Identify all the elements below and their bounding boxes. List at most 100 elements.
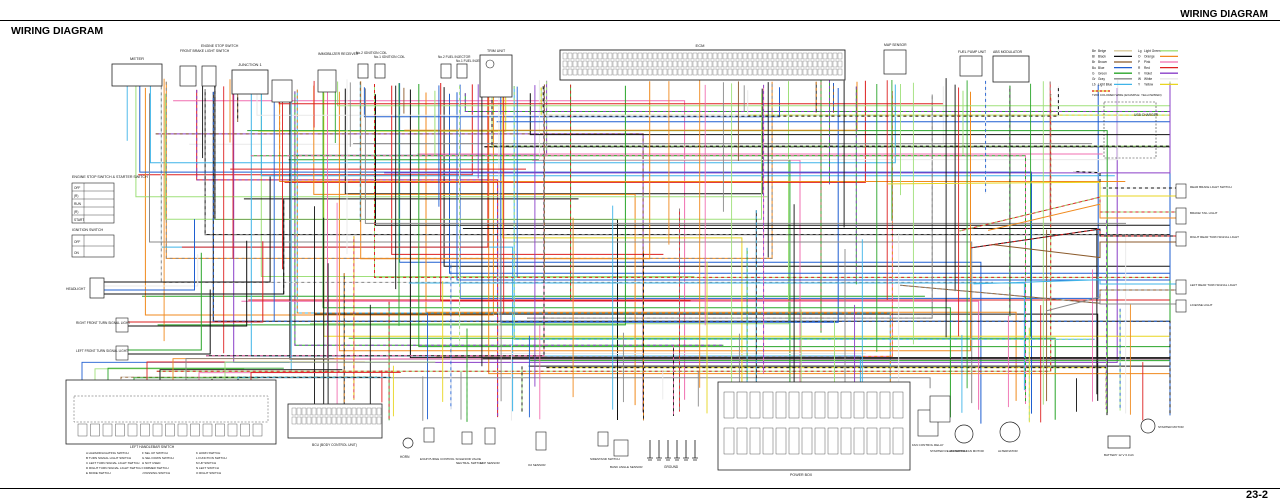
wire bbox=[971, 228, 1176, 249]
wire bbox=[538, 80, 1119, 161]
ecm-pin bbox=[577, 60, 583, 68]
fuse-cell bbox=[879, 391, 891, 419]
meter-connector bbox=[111, 63, 163, 87]
wire bbox=[391, 85, 664, 255]
wire bbox=[488, 87, 1170, 375]
ecm-pins bbox=[562, 52, 843, 76]
legend-name: Green bbox=[1098, 71, 1107, 75]
wire bbox=[138, 84, 473, 176]
left-front-turn-block bbox=[115, 345, 129, 361]
handlebar-legend-item: G SEL DOWN SWITCH bbox=[142, 456, 174, 460]
o2-label: O2 SENSOR bbox=[528, 463, 546, 467]
handlebar-legend-item: O RIGHT SWITCH bbox=[196, 471, 221, 475]
handlebar-pin bbox=[127, 423, 138, 437]
ecm-pin bbox=[832, 68, 838, 76]
usb-optional-box bbox=[1103, 101, 1157, 159]
ecm-pin bbox=[742, 68, 748, 76]
engine-stop-label: ENGINE STOP SWITCH bbox=[201, 44, 239, 48]
wire bbox=[337, 81, 1171, 107]
handlebar-pin bbox=[165, 423, 175, 437]
wire bbox=[294, 91, 724, 346]
legend-code: Lb bbox=[1092, 83, 1096, 87]
wire bbox=[128, 289, 211, 355]
legend-name: Violet bbox=[1144, 71, 1152, 75]
fuse-cell bbox=[801, 427, 813, 455]
ecm-pin bbox=[597, 60, 603, 68]
ecm-pin bbox=[647, 52, 653, 60]
fuse-cell bbox=[853, 427, 865, 455]
ecm-pin bbox=[717, 68, 723, 76]
right-front-turn-label: RIGHT FRONT TURN SIGNAL LIGHT bbox=[76, 321, 130, 325]
ecm-pin bbox=[632, 52, 638, 60]
fuse-cell bbox=[749, 391, 761, 419]
handlebar-legend-item: H NOT USED bbox=[142, 461, 161, 465]
ecm-pin bbox=[807, 52, 813, 60]
legend-name: Orange bbox=[1144, 55, 1155, 59]
wire bbox=[139, 81, 1032, 414]
bcu-pin bbox=[366, 416, 372, 425]
map-sensor-block bbox=[883, 49, 907, 75]
ecm-pin bbox=[602, 52, 608, 60]
wire bbox=[498, 91, 866, 354]
ecm-pin bbox=[592, 60, 598, 68]
ecm-pin bbox=[747, 52, 753, 60]
handlebar-legend-item: M UP SWITCH bbox=[196, 461, 216, 465]
wire bbox=[443, 87, 1170, 267]
ign-coil-1-label: No.1 IGNITION COIL bbox=[374, 55, 405, 59]
ecm-pin bbox=[752, 68, 758, 76]
handlebar-pins bbox=[77, 423, 263, 437]
ign-coil-2-block bbox=[357, 63, 369, 79]
wire bbox=[104, 176, 271, 283]
ecm-pin bbox=[587, 68, 593, 76]
wire bbox=[212, 91, 1171, 416]
fuel-pump-block bbox=[959, 55, 983, 77]
fuse-cell bbox=[814, 391, 826, 419]
ecm-pin bbox=[667, 60, 673, 68]
handlebar-legend-item: B TURN SIGNAL LIGHT SWITCH bbox=[86, 456, 131, 460]
legend-name: Light Blue bbox=[1098, 83, 1112, 87]
handlebar-legend-item: C LEFT TURN SIGNAL LIGHT SWITCH bbox=[86, 461, 139, 465]
ecm-pin bbox=[772, 52, 778, 60]
wire-stripe bbox=[374, 84, 1171, 278]
ecm-pin bbox=[672, 68, 678, 76]
ecm-pin bbox=[827, 68, 833, 76]
ecm-pin bbox=[582, 52, 588, 60]
fuse-cell bbox=[866, 427, 878, 455]
alternator-symbol bbox=[999, 421, 1021, 443]
component-blocks: METER FRONT BRAKE LIGHT SWITCH ENGINE ST… bbox=[65, 43, 1239, 477]
bcu-pin bbox=[306, 416, 312, 425]
handlebar-pin bbox=[177, 423, 188, 437]
fuse-cell bbox=[801, 391, 813, 419]
wire bbox=[500, 88, 839, 323]
injector-1-label: No.1 FUEL INJECTOR bbox=[456, 59, 489, 63]
bcu-pin bbox=[366, 407, 372, 416]
rear-brake-switch-block bbox=[1175, 183, 1187, 199]
wire-stripe bbox=[527, 94, 933, 319]
legend-name: Brown bbox=[1098, 60, 1107, 64]
bcu-pin bbox=[351, 416, 357, 425]
ecm-pin bbox=[737, 52, 743, 60]
wire-stripe bbox=[294, 91, 724, 346]
wire-stripe bbox=[540, 87, 1170, 116]
ecm-pin bbox=[787, 52, 793, 60]
wire bbox=[527, 94, 933, 319]
starter-relay-block bbox=[929, 395, 951, 423]
handlebar-pin bbox=[252, 423, 263, 437]
wire bbox=[322, 88, 951, 418]
ecm-pin bbox=[602, 68, 608, 76]
wire bbox=[128, 252, 202, 351]
legend-code: G bbox=[1092, 71, 1095, 75]
bcu-pin bbox=[336, 416, 342, 425]
wire-stripe bbox=[513, 86, 1095, 340]
fuse-cell bbox=[788, 427, 800, 455]
wire bbox=[363, 87, 780, 118]
ecm-pin bbox=[772, 68, 778, 76]
wire bbox=[164, 93, 762, 220]
handlebar-legend-item: N LEFT SWITCH bbox=[196, 466, 219, 470]
ecm-pin bbox=[642, 60, 648, 68]
radiator-fan-symbol bbox=[954, 424, 974, 444]
